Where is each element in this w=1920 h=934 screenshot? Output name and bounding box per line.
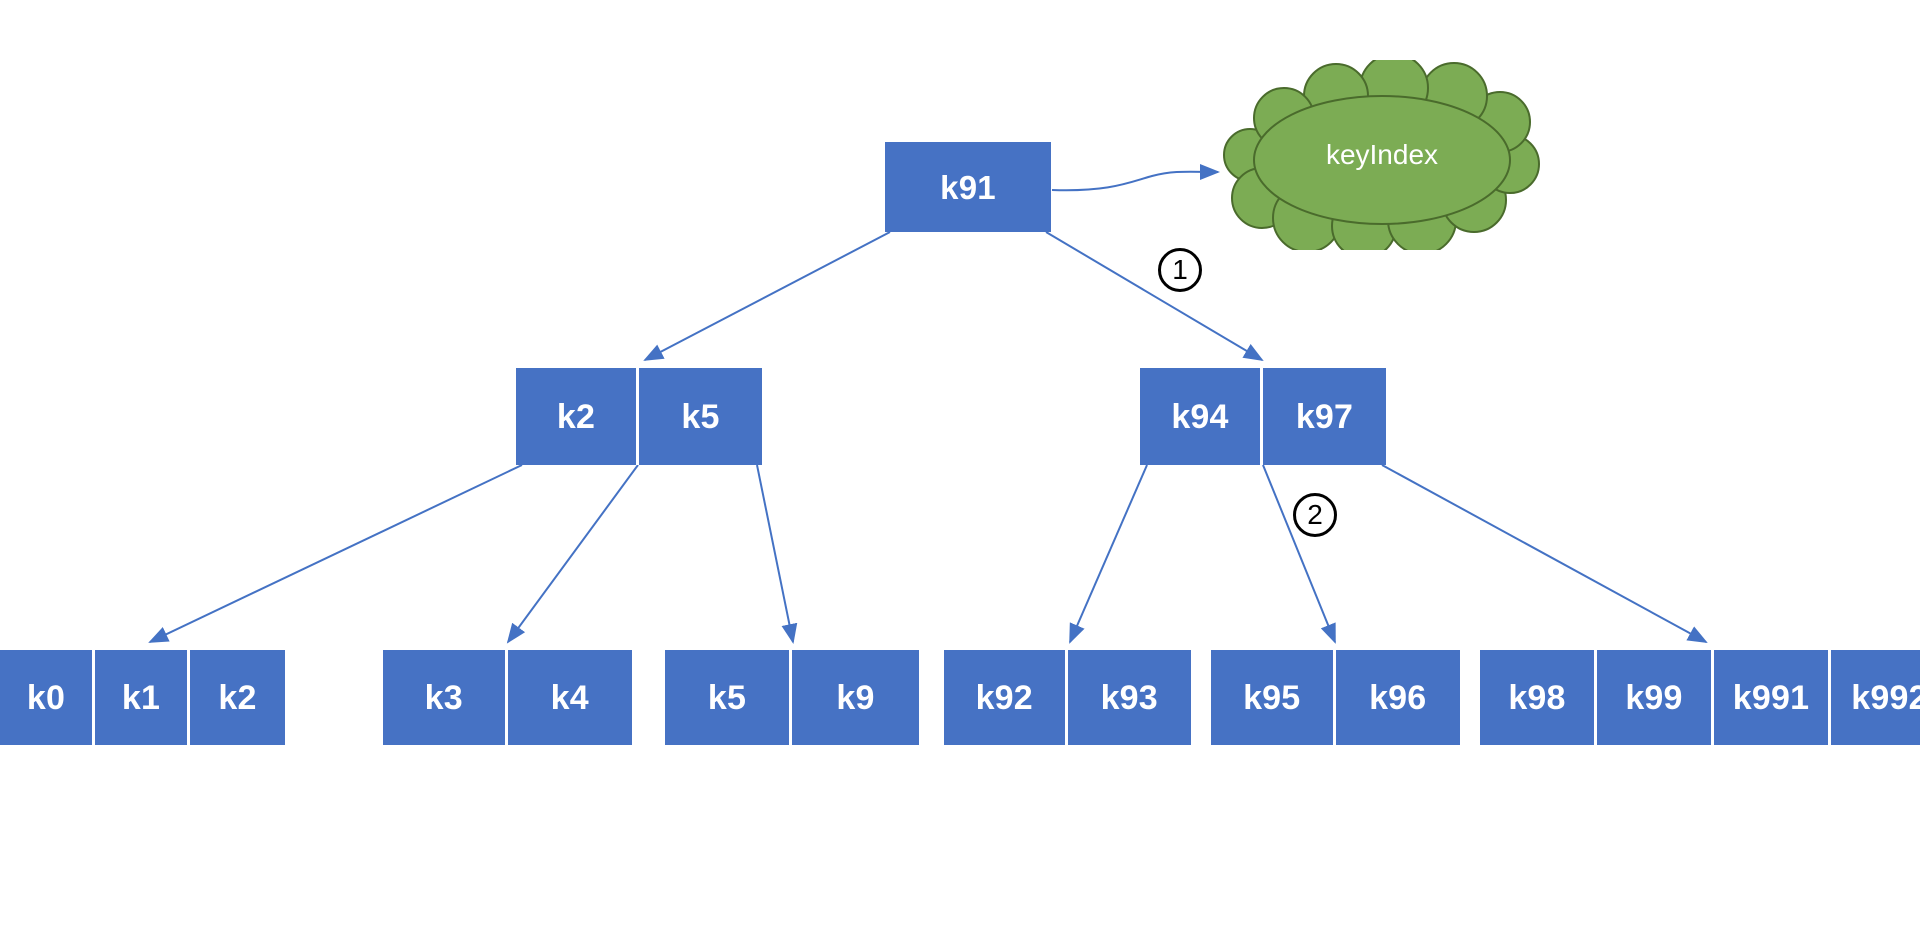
root-node[interactable]: k91 <box>885 142 1051 232</box>
internal-right-cell-k97[interactable]: k97 <box>1263 368 1386 465</box>
edge-root-to-keyindex <box>1051 163 1220 192</box>
internal-right-cell-k94[interactable]: k94 <box>1140 368 1263 465</box>
edge-k2-to-leaf-2 <box>506 464 639 644</box>
leaf-2-cell-k4[interactable]: k4 <box>507 650 632 745</box>
internal-left-cell-k5[interactable]: k5 <box>639 368 762 465</box>
leaf-node-3[interactable]: k5 k9 <box>665 650 919 745</box>
leaf-6-cell-k992[interactable]: k992 <box>1831 650 1920 745</box>
leaf-6-cell-k991[interactable]: k991 <box>1714 650 1831 745</box>
leaf-node-4[interactable]: k92 k93 <box>944 650 1191 745</box>
keyindex-cloud[interactable]: keyIndex <box>1222 60 1542 250</box>
leaf-node-2[interactable]: k3 k4 <box>383 650 632 745</box>
leaf-1-cell-k0[interactable]: k0 <box>0 650 95 745</box>
leaf-4-cell-k93[interactable]: k93 <box>1067 650 1191 745</box>
step-marker-1: 1 <box>1158 248 1202 292</box>
internal-node-right[interactable]: k94 k97 <box>1140 368 1386 465</box>
leaf-6-cell-k98[interactable]: k98 <box>1480 650 1597 745</box>
edge-k94-to-leaf-4 <box>1069 464 1148 644</box>
leaf-6-cell-k99[interactable]: k99 <box>1597 650 1714 745</box>
step-marker-2: 2 <box>1293 493 1337 537</box>
leaf-5-cell-k95[interactable]: k95 <box>1211 650 1336 745</box>
leaf-2-cell-k3[interactable]: k3 <box>383 650 508 745</box>
leaf-node-1[interactable]: k0 k1 k2 <box>0 650 285 745</box>
leaf-3-cell-k5[interactable]: k5 <box>665 650 792 745</box>
leaf-5-cell-k96[interactable]: k96 <box>1335 650 1460 745</box>
edge-root-to-left-internal <box>643 231 891 361</box>
leaf-node-5[interactable]: k95 k96 <box>1211 650 1460 745</box>
edge-k97-to-leaf-6 <box>1381 464 1708 643</box>
leaf-3-cell-k9[interactable]: k9 <box>792 650 919 745</box>
leaf-1-cell-k1[interactable]: k1 <box>94 650 190 745</box>
internal-left-cell-k2[interactable]: k2 <box>516 368 639 465</box>
leaf-node-6[interactable]: k98 k99 k991 k992 <box>1480 650 1920 745</box>
edge-k94-to-leaf-5 <box>1262 464 1336 644</box>
edge-root-to-right-internal <box>1045 231 1264 362</box>
edge-k2-to-leaf-1 <box>148 464 523 643</box>
internal-node-left[interactable]: k2 k5 <box>516 368 762 465</box>
leaf-1-cell-k2[interactable]: k2 <box>189 650 285 745</box>
root-cell-k91[interactable]: k91 <box>885 142 1051 232</box>
leaf-4-cell-k92[interactable]: k92 <box>944 650 1068 745</box>
edge-k5-to-leaf-3 <box>756 464 798 644</box>
cloud-shape-icon <box>1223 60 1540 250</box>
